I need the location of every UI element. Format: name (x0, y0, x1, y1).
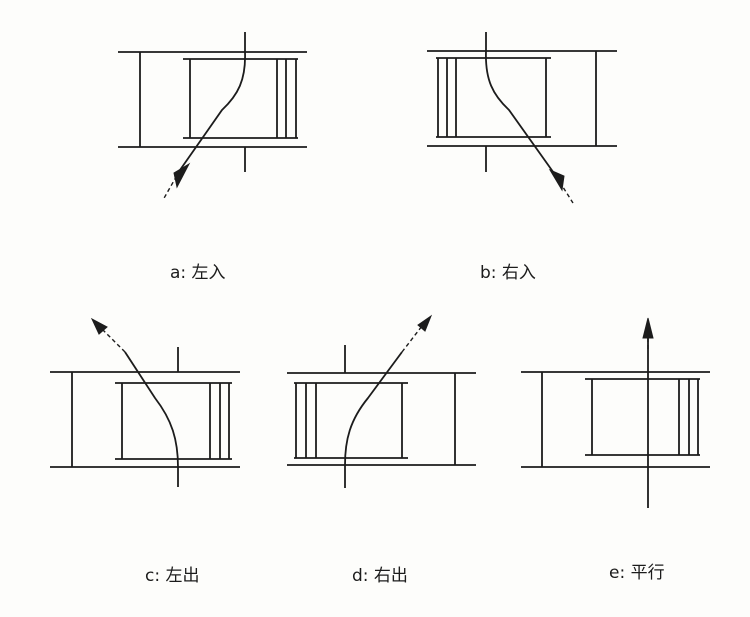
panel-d-flow-curve (344, 351, 403, 466)
panel-d-right-outlet (287, 314, 476, 488)
panel-b-flow-curve (485, 50, 557, 177)
panel-a-arrowhead (173, 162, 191, 189)
panel-e-parallel (521, 317, 710, 508)
panel-b-right-inlet (427, 32, 617, 204)
panel-a-flow-curve (179, 51, 246, 171)
panel-d-arrowhead (417, 314, 433, 332)
panel-e-arrowhead (642, 317, 654, 339)
caption-d: d: 右出 (352, 566, 408, 586)
panel-c-arrowhead (90, 317, 108, 335)
panel-b-flow-tail (555, 175, 574, 204)
caption-a: a: 左入 (170, 263, 226, 283)
panel-c-flow-tail (102, 329, 126, 353)
panel-c-left-outlet (50, 317, 240, 487)
panel-b-arrowhead (548, 168, 565, 192)
panel-a-left-inlet (118, 32, 307, 201)
panel-d-flow-tail (401, 325, 423, 353)
caption-c: c: 左出 (145, 566, 200, 586)
caption-b: b: 右入 (480, 263, 536, 283)
caption-e: e: 平行 (609, 563, 665, 583)
panel-c-flow-curve (124, 351, 179, 468)
panel-a-flow-tail (162, 169, 181, 201)
